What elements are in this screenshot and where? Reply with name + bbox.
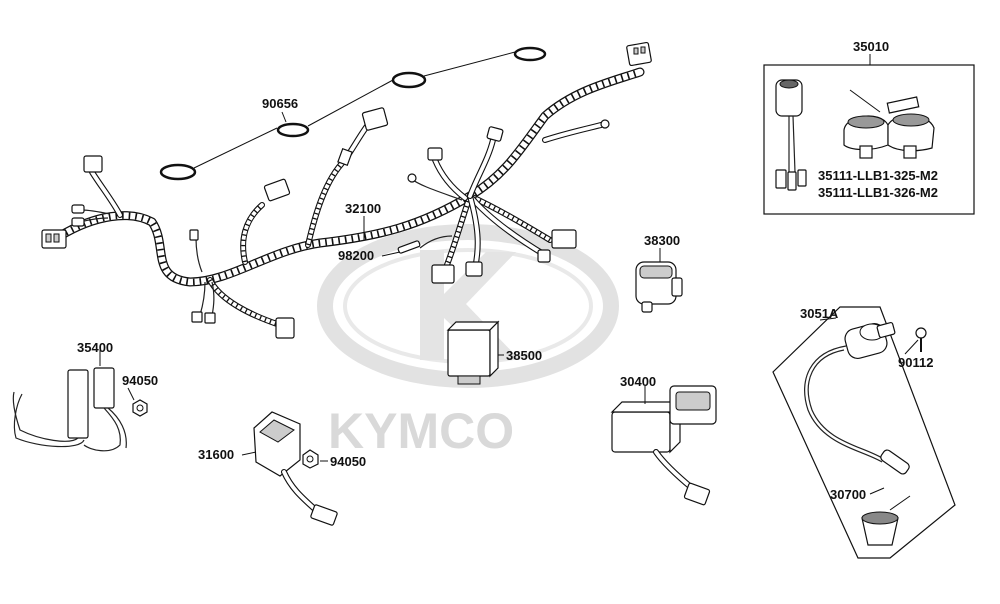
label-3051A: 3051A xyxy=(800,306,839,321)
part-labels: 90656 32100 98200 38300 38500 35400 9405… xyxy=(77,39,938,502)
band-clamps-90656 xyxy=(159,46,547,181)
label-38500: 38500 xyxy=(506,348,542,363)
module-38500 xyxy=(446,320,504,385)
ignition-coil-3051A xyxy=(772,306,956,559)
label-30400: 30400 xyxy=(620,374,656,389)
label-32100: 32100 xyxy=(345,201,381,216)
label-35111-326: 35111-LLB1-326-M2 xyxy=(818,185,938,200)
label-90112: 90112 xyxy=(898,355,933,370)
relay-38300 xyxy=(635,248,683,313)
label-35111-325: 35111-LLB1-325-M2 xyxy=(818,168,938,183)
harness-connectors xyxy=(41,41,652,339)
watermark-brand-text: KYMCO xyxy=(328,403,514,459)
label-38300: 38300 xyxy=(644,233,680,248)
component-30400 xyxy=(610,385,717,506)
component-35400 xyxy=(12,350,127,452)
leader-lines xyxy=(127,111,919,495)
label-35010: 35010 xyxy=(853,39,889,54)
label-35400: 35400 xyxy=(77,340,113,355)
nut-94050-left xyxy=(132,399,148,417)
label-94050-right: 94050 xyxy=(330,454,366,469)
label-94050-left: 94050 xyxy=(122,373,158,388)
label-90656: 90656 xyxy=(262,96,298,111)
wiring-harness-32100 xyxy=(55,67,645,328)
label-31600: 31600 xyxy=(198,447,234,462)
nut-94050-right xyxy=(302,449,319,469)
label-98200: 98200 xyxy=(338,248,374,263)
key-set-35010 xyxy=(763,54,975,215)
regulator-31600 xyxy=(253,411,338,526)
label-30700: 30700 xyxy=(830,487,866,502)
